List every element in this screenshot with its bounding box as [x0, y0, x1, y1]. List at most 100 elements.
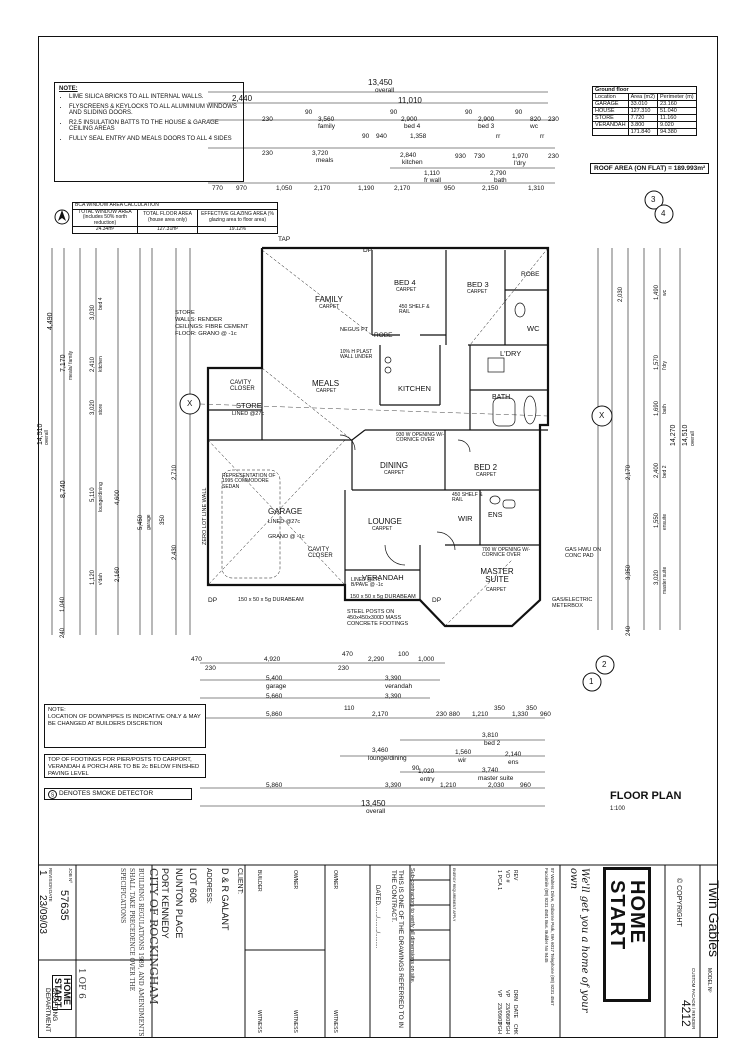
tap-label: TAP — [278, 236, 291, 243]
dim: l'dry — [662, 360, 668, 370]
dim: 230 — [338, 665, 349, 672]
dim: lounge/dining — [98, 482, 104, 512]
smoke-detector-note: S DENOTES SMOKE DETECTOR — [44, 788, 192, 800]
dim: 240 — [60, 627, 66, 638]
room-family-floor: CARPET — [319, 304, 340, 310]
energy-note: ENERGY REQUIREMENT APPLY — [452, 868, 456, 922]
beam-label-2: 150 x 50 x 5g DURABEAM — [350, 594, 416, 600]
dim: 3,720 — [312, 150, 329, 157]
fixtures — [339, 302, 537, 566]
dim: wc — [662, 289, 668, 296]
smoke-detector-text: DENOTES SMOKE DETECTOR — [59, 790, 154, 797]
witness-label: WITNESS — [332, 1010, 338, 1033]
dim: 3,390 — [385, 675, 402, 682]
smoke-detector-icon: S — [48, 790, 57, 799]
address-suburb: PORT KENNEDY — [160, 868, 170, 939]
dim: 2,900 — [401, 116, 418, 123]
dim: garage — [266, 683, 287, 690]
client-label: CLIENT: — [236, 868, 243, 895]
dim: meals — [316, 157, 334, 164]
dim: 2,430 — [172, 544, 178, 560]
dim: bath — [494, 177, 507, 184]
dim: family — [318, 123, 335, 130]
rev-header: CHK — [512, 1024, 518, 1035]
room-meals: MEALS — [312, 379, 340, 388]
dim-overall-bottom-label: overall — [366, 808, 386, 815]
dim: 90 — [465, 109, 473, 116]
dim: 960 — [520, 782, 531, 789]
downpipe-label: DP — [363, 247, 373, 254]
store-specification: STORE WALLS: RENDER CEILINGS: FIBRE CEME… — [175, 310, 249, 337]
dim: 90 — [362, 133, 370, 140]
dim: 1,190 — [358, 185, 375, 192]
dim: wir — [458, 757, 467, 764]
dim: 110 — [344, 705, 355, 712]
drafting-logo-line1: HOME — [62, 978, 72, 1005]
dim: 2,900 — [478, 116, 495, 123]
sheet-number: 1 OF 6 — [76, 968, 86, 999]
dim: 7,170 — [60, 354, 67, 372]
revision-label: REVISION — [48, 868, 53, 890]
dim: bed 3 — [478, 123, 495, 130]
zero-lot-label: ZERO LOT LINE WALL — [202, 487, 208, 545]
dim: 14,510 — [37, 423, 44, 445]
rev-cell: PGH — [496, 1022, 502, 1034]
section-circle — [582, 672, 602, 692]
room-master: MASTER SUITE — [480, 567, 514, 585]
area-cell: 127.310 — [627, 107, 659, 116]
note-item: FULLY SEAL ENTRY AND MEALS DOORS TO ALL … — [69, 136, 239, 143]
dim: 820 — [530, 116, 541, 123]
rev-header: DRN — [512, 990, 518, 1001]
downpipe-label: DP — [432, 597, 442, 604]
dim: 3,560 — [318, 116, 335, 123]
area-cell: 7.720 — [627, 114, 659, 123]
notes-heading: NOTE: — [59, 86, 78, 92]
dim: 100 — [398, 651, 409, 658]
dim: 1,560 — [455, 749, 472, 756]
rev-cell: 1 PCA 1 — [496, 870, 502, 891]
dim: 1,330 — [512, 711, 529, 718]
dim: 14,510 — [682, 424, 689, 446]
bca-header: EFFECTIVE GLAZING AREA (% glazing area t… — [197, 208, 278, 227]
dim: lounge/dining — [368, 755, 407, 762]
dim: 470 — [342, 651, 353, 658]
rev-cell: VP — [504, 990, 510, 998]
dim: 1,020 — [418, 768, 435, 775]
drafting-department: DRAFTING DEPARTMENT — [44, 988, 58, 1033]
dim: rr — [540, 133, 545, 140]
rev-cell: VO # — [504, 870, 510, 883]
dim: 90 — [515, 109, 523, 116]
dim: 3,030 — [90, 304, 96, 320]
section-cut-marker — [591, 405, 613, 427]
dim: 5,110 — [90, 487, 96, 502]
room-family: FAMILY — [315, 295, 343, 304]
dim: store — [98, 403, 104, 415]
footings-note: TOP OF FOOTINGS FOR PIER/POSTS TO CARPOR… — [44, 754, 206, 778]
area-col-header: Perimeter (m) — [657, 93, 697, 102]
room-ens: ENS — [488, 512, 503, 519]
area-table: Ground floor Location Area (m2) Perimete… — [592, 85, 697, 137]
plast-wall-label: 10% H PLAST WALL UNDER — [340, 349, 373, 361]
job-number: 57635 — [58, 890, 70, 921]
client-name: D & R GALANT — [220, 868, 230, 931]
area-col-header: Area (m2) — [627, 93, 659, 102]
shelf-label: 450 SHELF & RAIL — [399, 304, 430, 316]
dim: 2,290 — [368, 656, 385, 663]
dim: ens — [508, 759, 519, 766]
section-mark-3: 3 — [651, 195, 656, 204]
address-label: ADDRESS: — [205, 868, 212, 904]
dim: 90 — [390, 109, 398, 116]
section-x-left: X — [187, 399, 193, 408]
notes-box: NOTE: LIME SILICA BRICKS TO ALL INTERNAL… — [54, 82, 244, 182]
room-bed3-floor: CARPET — [467, 289, 488, 295]
dim: bed 2 — [484, 740, 501, 747]
dim: 3,740 — [482, 767, 499, 774]
dim: l'dry — [514, 160, 526, 167]
dim: 950 — [444, 185, 455, 192]
dim: 4,920 — [264, 656, 281, 663]
negus-label: NEGUS PT — [340, 327, 369, 333]
address-lot: LOT 606 — [188, 868, 198, 903]
dim: 470 — [191, 656, 202, 663]
rev-header: DATE — [512, 1005, 518, 1018]
address-street: NUNTON PLACE — [174, 868, 184, 939]
